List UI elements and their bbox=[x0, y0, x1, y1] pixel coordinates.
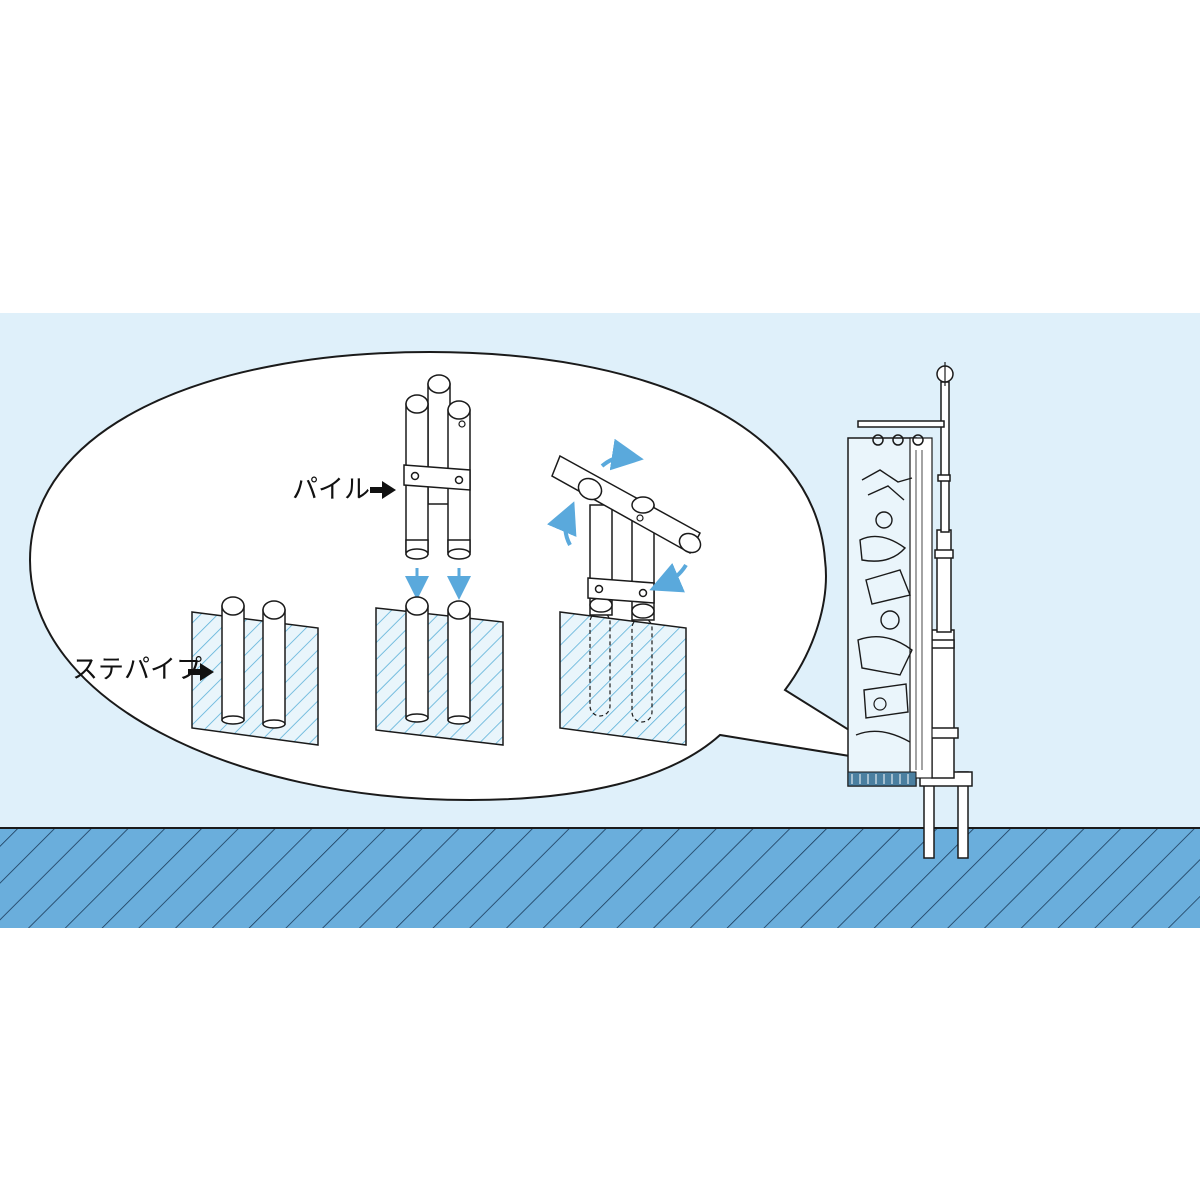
step3-raise-pole bbox=[546, 438, 702, 746]
step1-stay-pipes bbox=[191, 596, 319, 746]
flag-pole bbox=[847, 362, 973, 859]
pile-label: パイル bbox=[292, 475, 370, 505]
ground bbox=[0, 828, 1200, 928]
stay-pipe-label: ステパイプ bbox=[72, 655, 202, 685]
step2-pile-assembly bbox=[375, 374, 504, 746]
stay-pipe-pointer-icon bbox=[188, 663, 214, 681]
pile-pointer-icon bbox=[370, 481, 396, 499]
flag-icon bbox=[847, 434, 933, 787]
